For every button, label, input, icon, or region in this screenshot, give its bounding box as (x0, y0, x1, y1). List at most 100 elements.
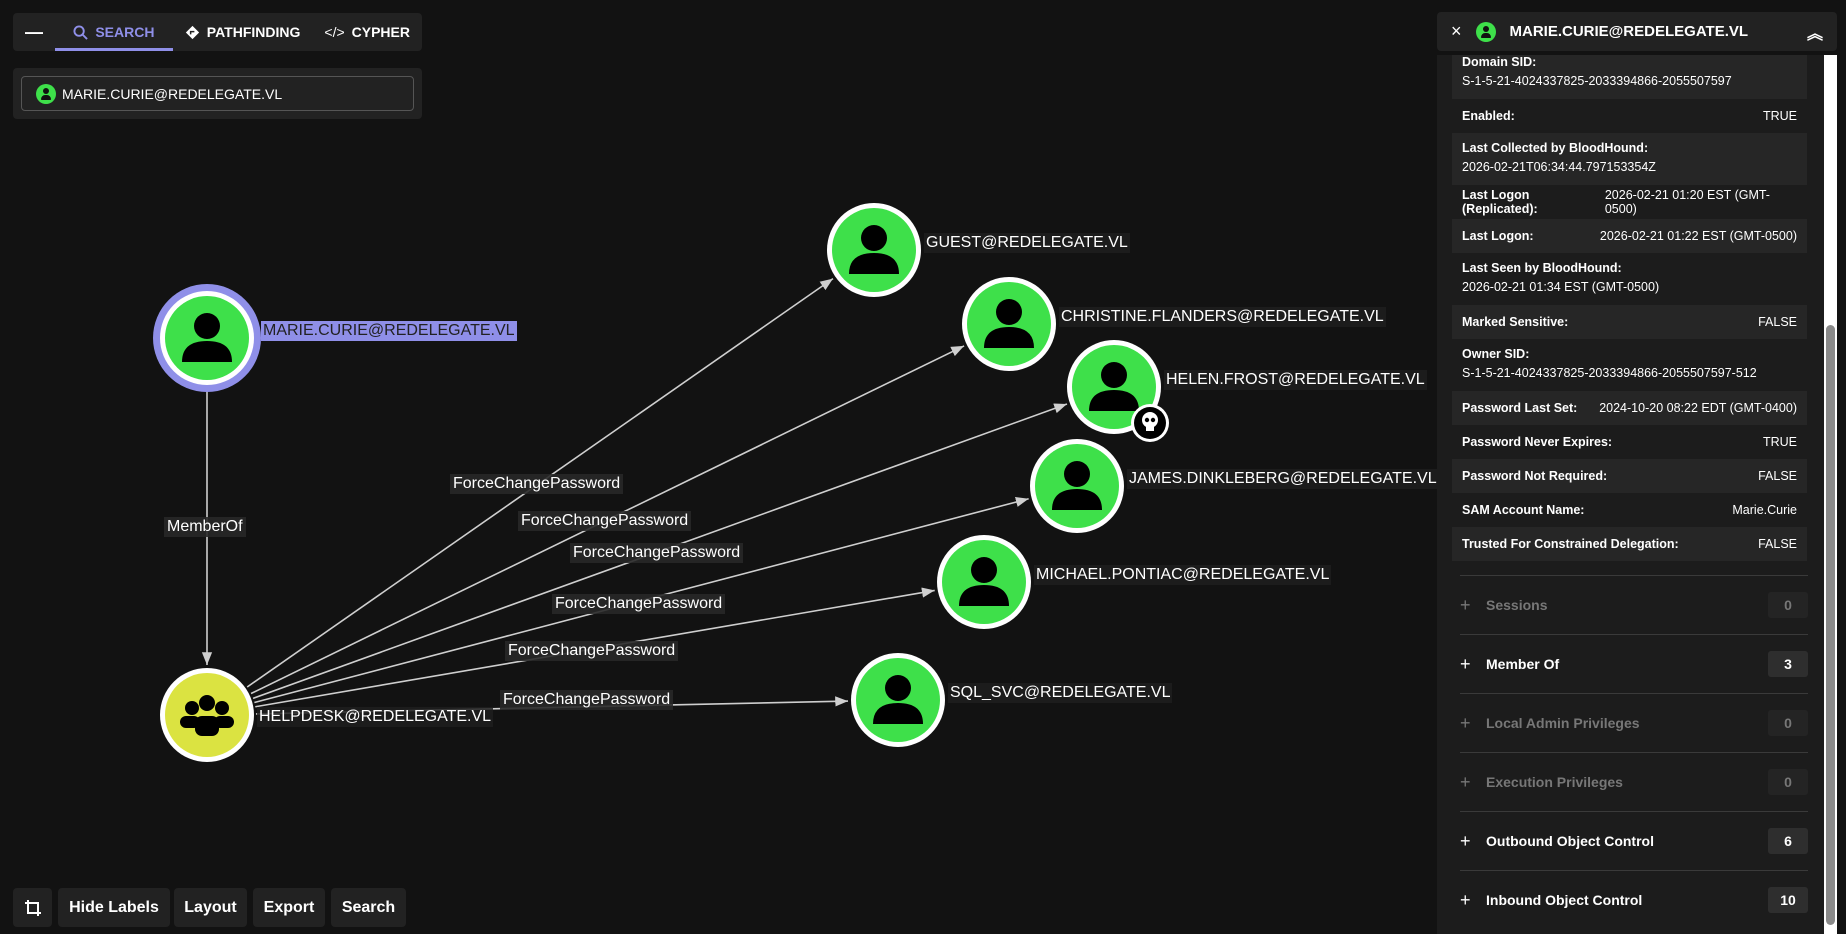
minus-icon: — (25, 21, 43, 42)
property-value: 2026-02-21 01:22 EST (GMT-0500) (1599, 229, 1797, 243)
section-count: 0 (1768, 710, 1808, 736)
node-label[interactable]: MICHAEL.PONTIAC@REDELEGATE.VL (1034, 565, 1332, 585)
property-key: SAM Account Name: (1462, 503, 1585, 517)
node-christine[interactable] (962, 277, 1056, 371)
layout-button[interactable]: Layout (174, 888, 247, 927)
node-label[interactable]: JAMES.DINKLEBERG@REDELEGATE.VL (1127, 469, 1439, 489)
node-label[interactable]: SQL_SVC@REDELEGATE.VL (948, 683, 1173, 703)
section-count: 10 (1768, 887, 1808, 913)
expand-icon: + (1460, 712, 1471, 733)
crop-icon (24, 899, 41, 916)
node-marie[interactable] (153, 284, 261, 392)
entity-panel-body: Domain SID:S-1-5-21-4024337825-203339486… (1437, 55, 1837, 934)
node-helen[interactable] (1067, 340, 1169, 442)
code-icon: </> (324, 24, 345, 40)
edge-label[interactable]: MemberOf (164, 517, 246, 537)
node-label[interactable]: CHRISTINE.FLANDERS@REDELEGATE.VL (1059, 307, 1386, 327)
search-input[interactable]: MARIE.CURIE@REDELEGATE.VL (21, 76, 414, 111)
property-row: Password Never Expires:TRUE (1452, 425, 1807, 459)
collapse-up-icon[interactable]: ︽ (1806, 25, 1823, 43)
section-label: Local Admin Privileges (1486, 715, 1640, 731)
node-helpdesk[interactable] (160, 668, 254, 762)
node-label[interactable]: HELPDESK@REDELEGATE.VL (257, 707, 494, 727)
property-row: Owner SID: S-1-5-21-4024337825-2033394866… (1452, 339, 1807, 391)
collapse-button[interactable]: — (13, 13, 55, 51)
property-row: Domain SID:S-1-5-21-4024337825-203339486… (1452, 55, 1807, 99)
entity-panel-header: × MARIE.CURIE@REDELEGATE.VL ︽ (1437, 12, 1837, 51)
section-count: 6 (1768, 828, 1808, 854)
node-michael[interactable] (937, 535, 1031, 629)
node-sqlsvc[interactable] (851, 653, 945, 747)
user-icon (182, 313, 232, 362)
node-label[interactable]: HELEN.FROST@REDELEGATE.VL (1164, 370, 1427, 390)
user-icon (849, 225, 899, 274)
expand-icon: + (1460, 771, 1471, 792)
edge-label[interactable]: ForceChangePassword (450, 474, 624, 494)
section-count: 0 (1768, 769, 1808, 795)
search-value: MARIE.CURIE@REDELEGATE.VL (62, 85, 283, 102)
property-key: Owner SID: (1462, 347, 1530, 361)
property-row: Trusted For Constrained Delegation:FALSE (1452, 527, 1807, 561)
property-key: Enabled: (1462, 109, 1515, 123)
property-value: FALSE (1758, 537, 1797, 551)
property-value: 2026-02-21 01:20 EST (GMT-0500) (1604, 188, 1770, 216)
property-row: Enabled:TRUE (1452, 99, 1807, 133)
section-label: Outbound Object Control (1486, 833, 1654, 849)
scrollbar[interactable] (1824, 55, 1837, 934)
edge-label[interactable]: ForceChangePassword (500, 690, 674, 710)
node-guest[interactable] (827, 203, 921, 297)
edge-label[interactable]: ForceChangePassword (505, 641, 679, 661)
section-label: Sessions (1486, 597, 1548, 613)
pathfinding-icon (185, 25, 199, 39)
expand-icon: + (1460, 653, 1471, 674)
property-row: Last Logon:2026-02-21 01:22 EST (GMT-050… (1452, 219, 1807, 253)
tab-label: SEARCH (95, 24, 155, 40)
entity-title: MARIE.CURIE@REDELEGATE.VL (1509, 23, 1749, 40)
property-key: Password Never Expires: (1462, 435, 1613, 449)
hide-labels-button[interactable]: Hide Labels (58, 888, 170, 927)
edge-label[interactable]: ForceChangePassword (518, 511, 692, 531)
close-icon[interactable]: × (1451, 21, 1462, 41)
property-value: 2026-02-21T06:34:44.797153354Z (1462, 160, 1656, 174)
property-row: Password Not Required: FALSE (1452, 459, 1807, 493)
tab-label: CYPHER (351, 24, 410, 40)
tab-pathfinding[interactable]: PATHFINDING (173, 13, 313, 51)
property-value: FALSE (1758, 469, 1797, 483)
section-local-admin-privileges[interactable]: + Local Admin Privileges 0 (1460, 693, 1808, 752)
property-value: Marie.Curie (1732, 503, 1797, 517)
user-icon (1089, 362, 1139, 411)
edge-label[interactable]: ForceChangePassword (570, 543, 744, 563)
node-label[interactable]: MARIE.CURIE@REDELEGATE.VL (261, 321, 517, 341)
scrollbar-thumb[interactable] (1826, 325, 1835, 925)
expand-icon: + (1460, 889, 1471, 910)
edge-label[interactable]: ForceChangePassword (552, 594, 726, 614)
search-icon (73, 24, 89, 40)
property-row: Password Last Set:2024-10-20 08:22 EDT (… (1452, 391, 1807, 425)
property-value: S-1-5-21-4024337825-2033394866-205550759… (1462, 74, 1732, 88)
group-icon (180, 695, 234, 736)
skull-icon (1131, 404, 1169, 442)
crop-button[interactable] (13, 888, 52, 927)
tab-label: PATHFINDING (206, 24, 301, 40)
node-label[interactable]: GUEST@REDELEGATE.VL (924, 233, 1130, 253)
tab-cypher[interactable]: </> CYPHER (312, 13, 422, 51)
search-toolbar: — SEARCH PATHFINDING </> CYPHER (13, 13, 422, 51)
tab-search[interactable]: SEARCH (55, 13, 173, 51)
property-value: 2024-10-20 08:22 EDT (GMT-0400) (1599, 401, 1797, 415)
property-value: S-1-5-21-4024337825-2033394866-205550759… (1462, 366, 1757, 380)
entity-info-panel: × MARIE.CURIE@REDELEGATE.VL ︽ Domain SID… (1437, 12, 1837, 934)
property-key: Password Not Required: (1462, 469, 1608, 483)
export-button[interactable]: Export (253, 888, 325, 927)
property-key: Last Collected by BloodHound: (1462, 141, 1649, 155)
section-count: 0 (1768, 592, 1808, 618)
search-button[interactable]: Search (331, 888, 406, 927)
properties-list: Domain SID:S-1-5-21-4024337825-203339486… (1452, 55, 1807, 561)
node-james[interactable] (1030, 439, 1124, 533)
section-count: 3 (1768, 651, 1808, 677)
